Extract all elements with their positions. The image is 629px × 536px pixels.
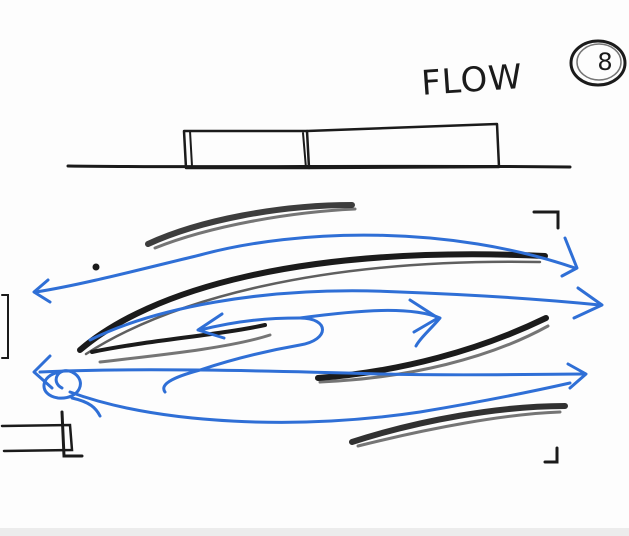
- paper-edge: [0, 528, 629, 536]
- flow-arrowhead-lower-right: [568, 364, 586, 388]
- box-divider-2: [303, 133, 306, 168]
- dot-mark: [93, 264, 100, 271]
- corner-mark-bottom-right: [545, 448, 557, 462]
- corner-marks: [2, 212, 558, 462]
- flow-line-lower: [40, 370, 585, 375]
- flow-title: FLOW: [420, 57, 524, 104]
- ground-structure: [68, 124, 570, 168]
- ground-box-right: [307, 124, 499, 168]
- flow-chevron-mid: [410, 300, 438, 332]
- box-divider-1: [190, 131, 192, 166]
- flow-line-bottom: [70, 383, 570, 422]
- left-bracket: [2, 295, 8, 358]
- flow-arrowhead-top-right: [562, 238, 577, 276]
- corner-mark-top-right: [534, 212, 558, 228]
- sheet-number: 8: [587, 44, 623, 80]
- ground-box-left: [184, 131, 309, 168]
